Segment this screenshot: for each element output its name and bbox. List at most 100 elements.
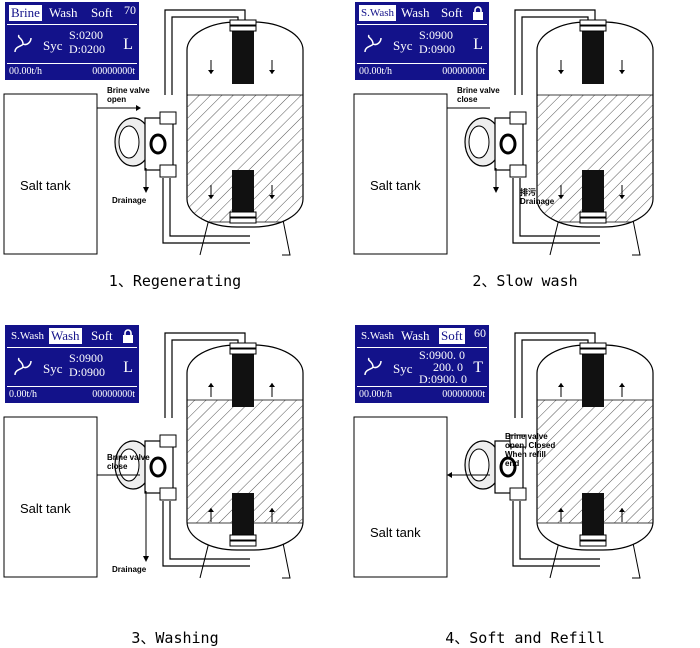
step-caption: 1、Regenerating [108,272,242,290]
meter-reading: 200. 0 [433,360,463,374]
flow-rate: 0.00t/h [9,389,38,400]
salt-tank [3,416,98,578]
salt-tank-label: Salt tank [20,178,71,193]
unit-label: L [123,359,133,376]
lcd-divider [357,24,487,25]
drainage-label: Drainage [112,565,146,574]
drainage-text: 排污 [520,188,536,197]
drainage-text: Drainage [520,197,555,206]
syc-label: Syc [43,38,63,53]
top-pipe [164,332,246,418]
countdown: 60 [474,326,486,340]
fan-icon [364,34,382,53]
mode-tab-soft[interactable]: Soft [91,5,113,20]
syc-label: Syc [43,361,63,376]
bottom-pipe [519,501,600,560]
bottom-pipe [169,501,250,560]
meter-reading: S:0900 [69,351,104,365]
mode-tab-swash[interactable]: S.Wash [11,330,45,342]
bottom-distributor [232,170,254,218]
total-volume: 00000000t [442,389,485,400]
lcd-divider [7,24,137,25]
flow-rate: 00.00t/h [359,389,393,400]
salt-tank-label: Salt tank [370,178,421,193]
total-volume: 00000000t [92,389,135,400]
salt-tank-label: Salt tank [370,525,421,540]
brine-valve-text: Brine valve [505,432,548,441]
top-distributor [232,351,254,407]
meter-reading: S:0900 [419,28,454,42]
meter-reading: D:0900 [419,42,455,56]
brine-valve-text: close [457,95,478,104]
process-drawing [353,9,654,256]
brine-valve-text: end [505,459,520,468]
top-pipe [514,9,596,95]
bottom-pipe [519,178,600,237]
step-caption: 4、Soft and Refill [445,629,605,647]
lock-icon [123,329,133,343]
mode-tab-soft[interactable]: Soft [441,5,463,20]
drainage-text: Drainage [112,565,147,574]
top-pipe [514,332,596,418]
lcd-divider [357,347,487,348]
drainage-label: Drainage [112,196,146,205]
meter-reading: D:0200 [69,42,105,56]
brine-valve-text: open [107,95,127,104]
countdown: 70 [124,3,136,17]
unit-label: L [473,36,483,53]
meter-reading: D:0900. 0 [419,372,467,386]
brine-valve-text: Brine valve [107,86,150,95]
syc-label: Syc [393,38,413,53]
process-drawing [3,9,304,256]
lock-icon [473,6,483,20]
brine-valve-text: open, Closed [505,441,556,450]
brine-valve-text: Brine valve [107,453,150,462]
brine-valve-text: close [107,462,128,471]
brine-valve-text: When refill [505,450,546,459]
mode-tab-wash[interactable]: Wash [401,5,430,20]
control-valve [114,434,177,501]
syc-label: Syc [393,361,413,376]
control-valve [464,434,527,501]
mode-tab-wash[interactable]: Wash [49,328,82,344]
mode-tab-swash[interactable]: S.Wash [359,5,397,21]
mode-tab-soft[interactable]: Soft [439,328,465,344]
lcd-divider [7,347,137,348]
process-drawing [3,332,304,579]
top-distributor [582,28,604,84]
mode-tab-soft[interactable]: Soft [91,328,113,343]
top-distributor [582,351,604,407]
flow-rate: 00.00t/h [9,66,43,77]
fan-icon [364,357,382,376]
brine-valve-text: Brine valve [457,86,500,95]
mode-tab-wash[interactable]: Wash [49,5,78,20]
mode-tab-swash[interactable]: S.Wash [361,330,395,342]
fan-icon [14,34,32,53]
mode-tab-brine[interactable]: Brine [9,5,42,21]
meter-reading: S:0900. 0 [419,348,466,362]
top-distributor [232,28,254,84]
bottom-pipe [169,178,250,237]
lcd-divider [357,386,487,387]
bottom-distributor [582,493,604,541]
salt-tank-label: Salt tank [20,501,71,516]
meter-reading: D:0900 [69,365,105,379]
total-volume: 00000000t [92,66,135,77]
process-drawing [353,332,654,579]
lcd-divider [7,386,137,387]
salt-tank [353,93,448,255]
drainage-text: Drainage [112,196,147,205]
lcd-divider [7,63,137,64]
mode-tab-wash[interactable]: Wash [401,328,430,343]
unit-label: T [473,359,483,376]
